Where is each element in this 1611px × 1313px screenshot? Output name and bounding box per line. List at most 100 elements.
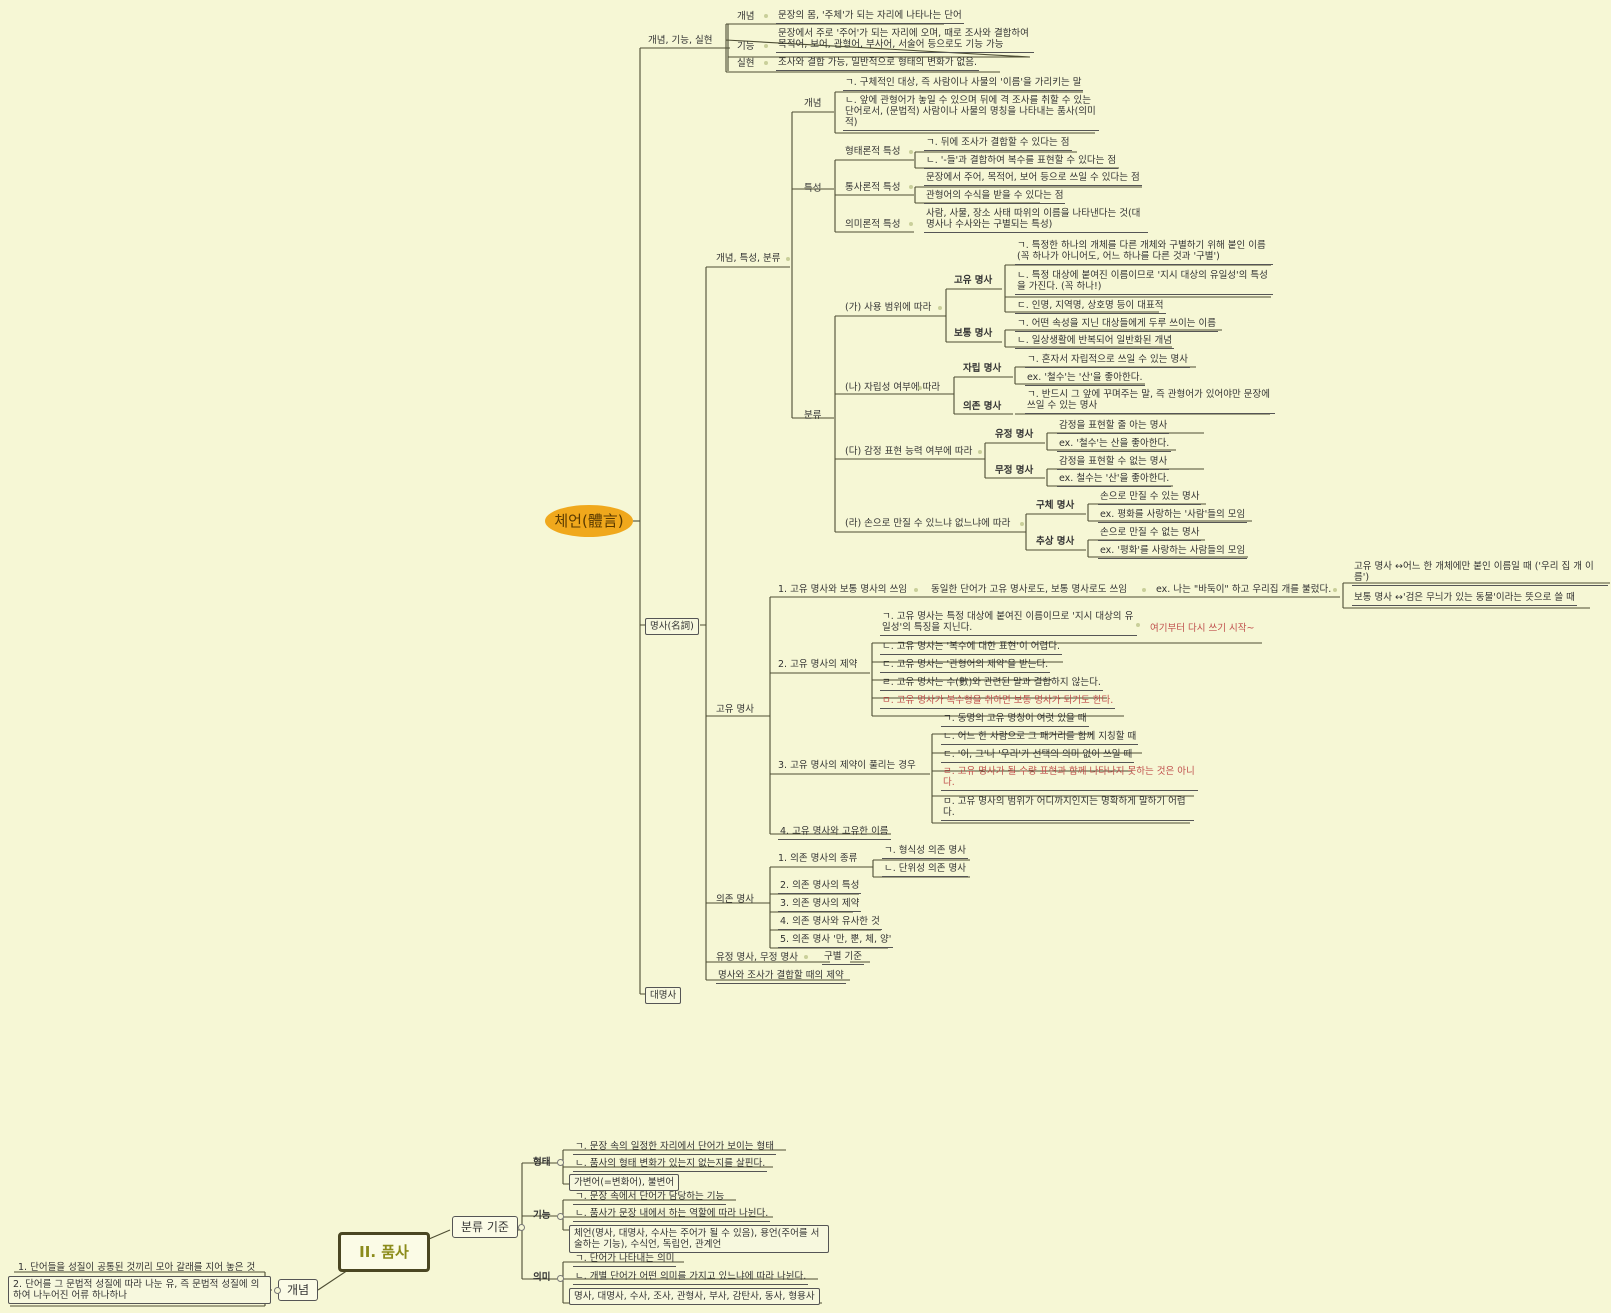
trait-morph-a[interactable]: ㄱ. 뒤에 조사가 결합할 수 있다는 점 [924, 137, 1072, 151]
particle-limit[interactable]: 명사와 조사가 결합할 때의 제약 [716, 970, 846, 984]
toggle-circle[interactable] [557, 1275, 564, 1282]
pn-release-e[interactable]: ㅁ. 고유 명사의 범위가 어디까지인지는 명확하게 말하기 어렵다. [941, 796, 1194, 821]
concrete-noun-label[interactable]: 구체 명사 [1036, 500, 1075, 511]
animate-pair-criteria[interactable]: 구별 기준 [822, 951, 864, 965]
toggle-circle[interactable] [557, 1159, 564, 1166]
branch-concept-function[interactable]: 개념, 기능, 실현 [648, 35, 713, 46]
dn-types[interactable]: 1. 의존 명사의 종류 [778, 853, 858, 864]
animate-b[interactable]: ex. '철수'는 산을 좋아한다. [1057, 438, 1172, 452]
dependent-noun-section[interactable]: 의존 명사 [716, 894, 754, 905]
trait-syntax[interactable]: 통사론적 특성 [845, 182, 901, 193]
meaning-a[interactable]: ㄱ. 단어가 나타내는 의미 [573, 1253, 677, 1267]
concrete-a[interactable]: 손으로 만질 수 있는 명사 [1098, 491, 1202, 505]
toggle-circle[interactable] [557, 1213, 564, 1220]
pn-release-b[interactable]: ㄴ. 어느 한 사람으로 그 패거리를 함께 지칭할 때 [941, 731, 1139, 745]
pronoun-topic[interactable]: 대명사 [645, 987, 682, 1004]
pn-release[interactable]: 3. 고유 명사의 제약이 풀리는 경우 [778, 760, 916, 771]
b1-realize-desc[interactable]: 조사와 결합 가능, 일반적으로 형태의 변화가 없음. [776, 57, 979, 71]
b1-function-label[interactable]: 기능 [737, 41, 755, 52]
class-indep[interactable]: (나) 자립성 여부에 따라 [845, 382, 941, 393]
class-emotion[interactable]: (다) 감정 표현 능력 여부에 따라 [845, 446, 973, 457]
concrete-b[interactable]: ex. 평화를 사랑하는 '사람'들의 모임 [1098, 509, 1248, 523]
pn-usage-desc[interactable]: 동일한 단어가 고유 명사로도, 보통 명사로도 쓰임 [931, 584, 1127, 595]
b1-function-desc[interactable]: 문장에서 주로 '주어'가 되는 자리에 오며, 때로 조사와 결합하여 목적어… [776, 28, 1034, 53]
free-b[interactable]: ex. '철수'는 '산'을 좋아한다. [1025, 372, 1145, 386]
inanimate-a[interactable]: 감정을 표현할 수 없는 명사 [1057, 456, 1170, 470]
class-touch[interactable]: (라) 손으로 만질 수 있느냐 없느냐에 따라 [845, 518, 1011, 529]
common-b[interactable]: ㄴ. 일상생활에 반복되어 일반화된 개념 [1015, 335, 1174, 349]
toggle-circle[interactable] [518, 1224, 525, 1231]
dn-type-b[interactable]: ㄴ. 단위성 의존 명사 [882, 863, 968, 877]
bound-desc[interactable]: ㄱ. 반드시 그 앞에 꾸며주는 말, 즉 관형어가 있어야만 문장에 쓰일 수… [1025, 389, 1275, 414]
pn-release-a[interactable]: ㄱ. 동명의 고유 명칭이 여럿 있을 때 [941, 713, 1089, 727]
dn-other-4[interactable]: 4. 의존 명사와 유사한 것 [778, 916, 882, 930]
trait-morph-b[interactable]: ㄴ. '-들'과 결합하여 복수를 표현할 수 있다는 점 [924, 155, 1119, 169]
pn-limit-note[interactable]: 여기부터 다시 쓰기 시작~ [1150, 623, 1255, 634]
noun-concept-a[interactable]: ㄱ. 구체적인 대상, 즉 사람이나 사물의 '이름'을 가리키는 말 [843, 77, 1084, 91]
free-a[interactable]: ㄱ. 혼자서 자립적으로 쓰일 수 있는 명사 [1025, 354, 1190, 368]
pos-concept[interactable]: 개념 [278, 1279, 318, 1301]
dn-other-5[interactable]: 5. 의존 명사 '만, 뿐, 체, 양' [778, 934, 894, 948]
pos-topic[interactable]: II. 품사 [338, 1232, 430, 1272]
pn-release-c[interactable]: ㄷ. '이, 그'나 '우리'가 선택의 의미 없이 쓰일 때 [941, 749, 1135, 763]
noun-traits[interactable]: 특성 [804, 183, 822, 194]
form-a[interactable]: ㄱ. 문장 속의 일정한 자리에서 단어가 보이는 형태 [573, 1141, 776, 1155]
pn-similar[interactable]: 4. 고유 명사와 고유한 이름 [778, 826, 891, 840]
pn-usage-note-2[interactable]: 보통 명사 ↔'검은 무늬가 있는 동물'이라는 뜻으로 쓸 때 [1352, 592, 1577, 606]
pos-criteria[interactable]: 분류 기준 [452, 1216, 518, 1238]
criteria-meaning[interactable]: 의미 [533, 1272, 551, 1283]
pn-usage[interactable]: 1. 고유 명사와 보통 명사의 쓰임 [778, 584, 908, 595]
pos-concept-a[interactable]: 1. 단어들을 성질이 공통된 것끼리 모아 갈래를 지어 놓은 것 [18, 1262, 256, 1273]
proper-b[interactable]: ㄴ. 특정 대상에 붙여진 이름이므로 '지시 대상의 유일성'의 특성을 가진… [1015, 270, 1273, 295]
trait-syntax-b[interactable]: 관형어의 수식을 받을 수 있다는 점 [924, 190, 1066, 204]
function-b[interactable]: ㄴ. 품사가 문장 내에서 하는 역할에 따라 나뉜다. [573, 1208, 771, 1222]
b1-realize-label[interactable]: 실현 [737, 58, 755, 69]
meaning-boxed[interactable]: 명사, 대명사, 수사, 조사, 관형사, 부사, 감탄사, 동사, 형용사 [569, 1288, 820, 1305]
inanimate-noun-label[interactable]: 무정 명사 [995, 465, 1034, 476]
proper-noun-section[interactable]: 고유 명사 [716, 704, 754, 715]
noun-concept[interactable]: 개념 [804, 98, 822, 109]
proper-c[interactable]: ㄷ. 인명, 지역명, 상호명 등이 대표적 [1015, 300, 1166, 314]
pn-limit-c[interactable]: ㄷ. 고유 명사는 '관형어의 제약'을 받는다. [880, 659, 1051, 673]
pn-limit-d[interactable]: ㄹ. 고유 명사는 수(數)와 관련된 말과 결합하지 않는다. [880, 677, 1103, 691]
abstract-noun-label[interactable]: 추상 명사 [1036, 536, 1075, 547]
animate-noun-label[interactable]: 유정 명사 [995, 429, 1034, 440]
meaning-b[interactable]: ㄴ. 개별 단어가 어떤 의미를 가지고 있느냐에 따라 나뉜다. [573, 1271, 809, 1285]
noun-topic[interactable]: 명사(名詞) [645, 618, 699, 635]
proper-a[interactable]: ㄱ. 특정한 하나의 개체를 다른 개체와 구별하기 위해 붙인 이름 (꼭 하… [1015, 240, 1273, 265]
dn-other-3[interactable]: 3. 의존 명사의 제약 [778, 898, 862, 912]
pn-limits[interactable]: 2. 고유 명사의 제약 [778, 659, 858, 670]
pn-release-d[interactable]: ㄹ. 고유 명사가 될 수량 표현과 함께 나타나지 못하는 것은 아니다. [941, 766, 1198, 791]
abstract-a[interactable]: 손으로 만질 수 없는 명사 [1098, 527, 1202, 541]
pos-concept-b[interactable]: 2. 단어를 그 문법적 성질에 따라 나눈 유, 즉 문법적 성질에 의하여 … [8, 1276, 271, 1304]
noun-classification[interactable]: 분류 [804, 410, 822, 421]
pn-usage-example[interactable]: ex. 나는 "바둑이" 하고 우리집 개를 불렀다. [1156, 584, 1332, 595]
dn-type-a[interactable]: ㄱ. 형식성 의존 명사 [882, 845, 968, 859]
animate-a[interactable]: 감정을 표현할 줄 아는 명사 [1057, 420, 1170, 434]
pn-limit-e[interactable]: ㅁ. 고유 명사가 복수형을 취하면 보통 명사가 되기도 한다. [880, 695, 1116, 709]
toggle-circle[interactable] [274, 1287, 281, 1294]
class-scope[interactable]: (가) 사용 범위에 따라 [845, 302, 932, 313]
function-boxed[interactable]: 체언(명사, 대명사, 수사는 주어가 될 수 있음), 용언(주어를 서술하는… [569, 1225, 829, 1253]
trait-morph[interactable]: 형태론적 특성 [845, 146, 901, 157]
noun-concept-b[interactable]: ㄴ. 앞에 관형어가 놓일 수 있으며 뒤에 격 조사를 취할 수 있는 단어로… [843, 95, 1099, 131]
abstract-b[interactable]: ex. '평화'를 사랑하는 사람들의 모임 [1098, 545, 1248, 559]
criteria-function[interactable]: 기능 [533, 1210, 551, 1221]
dn-other-2[interactable]: 2. 의존 명사의 특성 [778, 880, 862, 894]
function-a[interactable]: ㄱ. 문장 속에서 단어가 담당하는 기능 [573, 1191, 727, 1205]
animate-pair[interactable]: 유정 명사, 무정 명사 [716, 952, 798, 963]
b1-concept-label[interactable]: 개념 [737, 11, 755, 22]
pn-limit-a[interactable]: ㄱ. 고유 명사는 특정 대상에 붙여진 이름이므로 '지시 대상의 유일성'의… [880, 611, 1137, 636]
form-boxed[interactable]: 가변어(=변화어), 불변어 [569, 1174, 680, 1191]
central-topic[interactable]: 체언(體言) [545, 505, 633, 537]
pn-usage-note-1[interactable]: 고유 명사 ↔어느 한 개체에만 붙인 이름일 때 ('우리 집 개 이름') [1352, 561, 1608, 586]
bound-noun-label[interactable]: 의존 명사 [963, 401, 1002, 412]
common-a[interactable]: ㄱ. 어떤 속성을 지닌 대상들에게 두루 쓰이는 이름 [1015, 318, 1218, 332]
free-noun-label[interactable]: 자립 명사 [963, 363, 1002, 374]
pn-limit-b[interactable]: ㄴ. 고유 명사는 '복수에 대한 표현'이 어렵다. [880, 641, 1062, 655]
noun-overview[interactable]: 개념, 특성, 분류 [716, 253, 781, 264]
criteria-form[interactable]: 형태 [533, 1157, 551, 1168]
trait-meaning-desc[interactable]: 사람, 사물, 장소 사태 따위의 이름을 나타낸다는 것(대명사나 수사와는 … [924, 208, 1148, 233]
proper-noun-label[interactable]: 고유 명사 [954, 275, 993, 286]
b1-concept-desc[interactable]: 문장의 몸, '주체'가 되는 자리에 나타나는 단어 [776, 10, 964, 24]
